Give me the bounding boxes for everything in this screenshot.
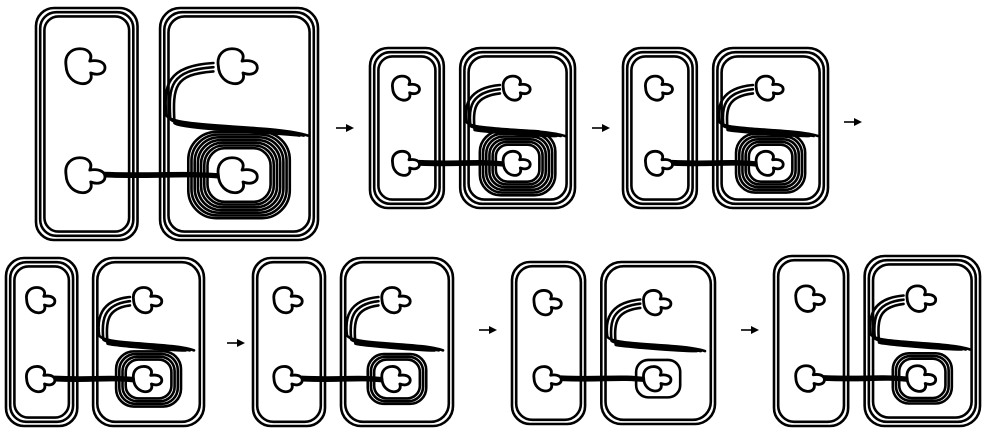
- bridge-strand-3: [105, 176, 228, 178]
- bridge-strand-3: [54, 380, 140, 382]
- puncture-cup-top-left: [26, 287, 54, 312]
- puncture-cup-bottom-left: [645, 151, 672, 175]
- puncture-cup-bottom-right: [756, 151, 783, 175]
- stage-3: [623, 48, 828, 208]
- left-loop-1: [774, 256, 848, 426]
- arrow-2-to-3: [592, 124, 610, 132]
- puncture-cup-bottom-left: [534, 367, 561, 391]
- left-loop-1: [6, 258, 77, 426]
- puncture-cup-top-right: [133, 287, 161, 312]
- left-loop-2: [10, 262, 73, 422]
- puncture-cup-top-left: [66, 49, 105, 84]
- puncture-cup-bottom-right: [643, 367, 670, 391]
- left-loop-1: [370, 48, 444, 208]
- bridge-strand-3: [672, 164, 762, 166]
- puncture-cup-bottom-right: [907, 366, 936, 392]
- puncture-cup-top-left: [534, 290, 561, 314]
- left-loop-1: [512, 262, 585, 424]
- bridge-strand-3: [824, 379, 914, 381]
- left-loop-2: [627, 52, 692, 204]
- puncture-cup-top-right: [382, 287, 410, 312]
- stage-2: [370, 48, 575, 208]
- puncture-cup-top-left: [392, 76, 419, 100]
- stage-6: [512, 262, 715, 424]
- arrow-4-to-5: [227, 339, 245, 347]
- left-loop-1: [253, 258, 325, 426]
- stage-7: [774, 256, 980, 426]
- puncture-cup-top-right: [218, 49, 257, 84]
- puncture-cup-bottom-left: [392, 151, 419, 175]
- puncture-cup-top-right: [907, 286, 936, 312]
- puncture-cup-top-right: [643, 290, 670, 314]
- puncture-cup-bottom-left: [796, 366, 825, 392]
- puncture-cup-bottom-right: [503, 151, 530, 175]
- stage-4: [6, 258, 204, 426]
- puncture-cup-top-left: [796, 286, 825, 312]
- stage-1: [36, 8, 318, 240]
- left-loop-1: [623, 48, 697, 208]
- arrow-6-to-7: [741, 326, 759, 334]
- stage-5: [253, 258, 453, 426]
- left-loop-2: [40, 12, 133, 236]
- puncture-cup-top-right: [756, 76, 783, 100]
- left-loop-1: [36, 8, 138, 240]
- left-loop-2: [257, 262, 321, 422]
- puncture-cup-top-left: [274, 287, 302, 312]
- puncture-cup-bottom-right: [133, 366, 161, 391]
- puncture-cup-top-left: [645, 76, 672, 100]
- left-loop-2: [516, 266, 581, 420]
- puncture-cup-bottom-left: [66, 158, 105, 193]
- bridge-strand-3: [419, 164, 509, 166]
- arrow-1-to-2: [336, 124, 354, 132]
- left-loop-2: [778, 260, 844, 422]
- puncture-cup-bottom-left: [26, 366, 54, 391]
- arrow-5-to-6: [479, 326, 497, 334]
- puncture-cup-bottom-right: [218, 158, 257, 193]
- puncture-cup-top-right: [503, 76, 530, 100]
- bridge-strand-3: [561, 380, 650, 382]
- puncture-cup-bottom-left: [274, 366, 302, 391]
- puncture-cup-bottom-right: [382, 366, 410, 391]
- left-loop-3: [44, 16, 129, 231]
- left-loop-2: [374, 52, 439, 204]
- arrow-3-to-4: [844, 118, 862, 126]
- bridge-strand-3: [302, 380, 389, 382]
